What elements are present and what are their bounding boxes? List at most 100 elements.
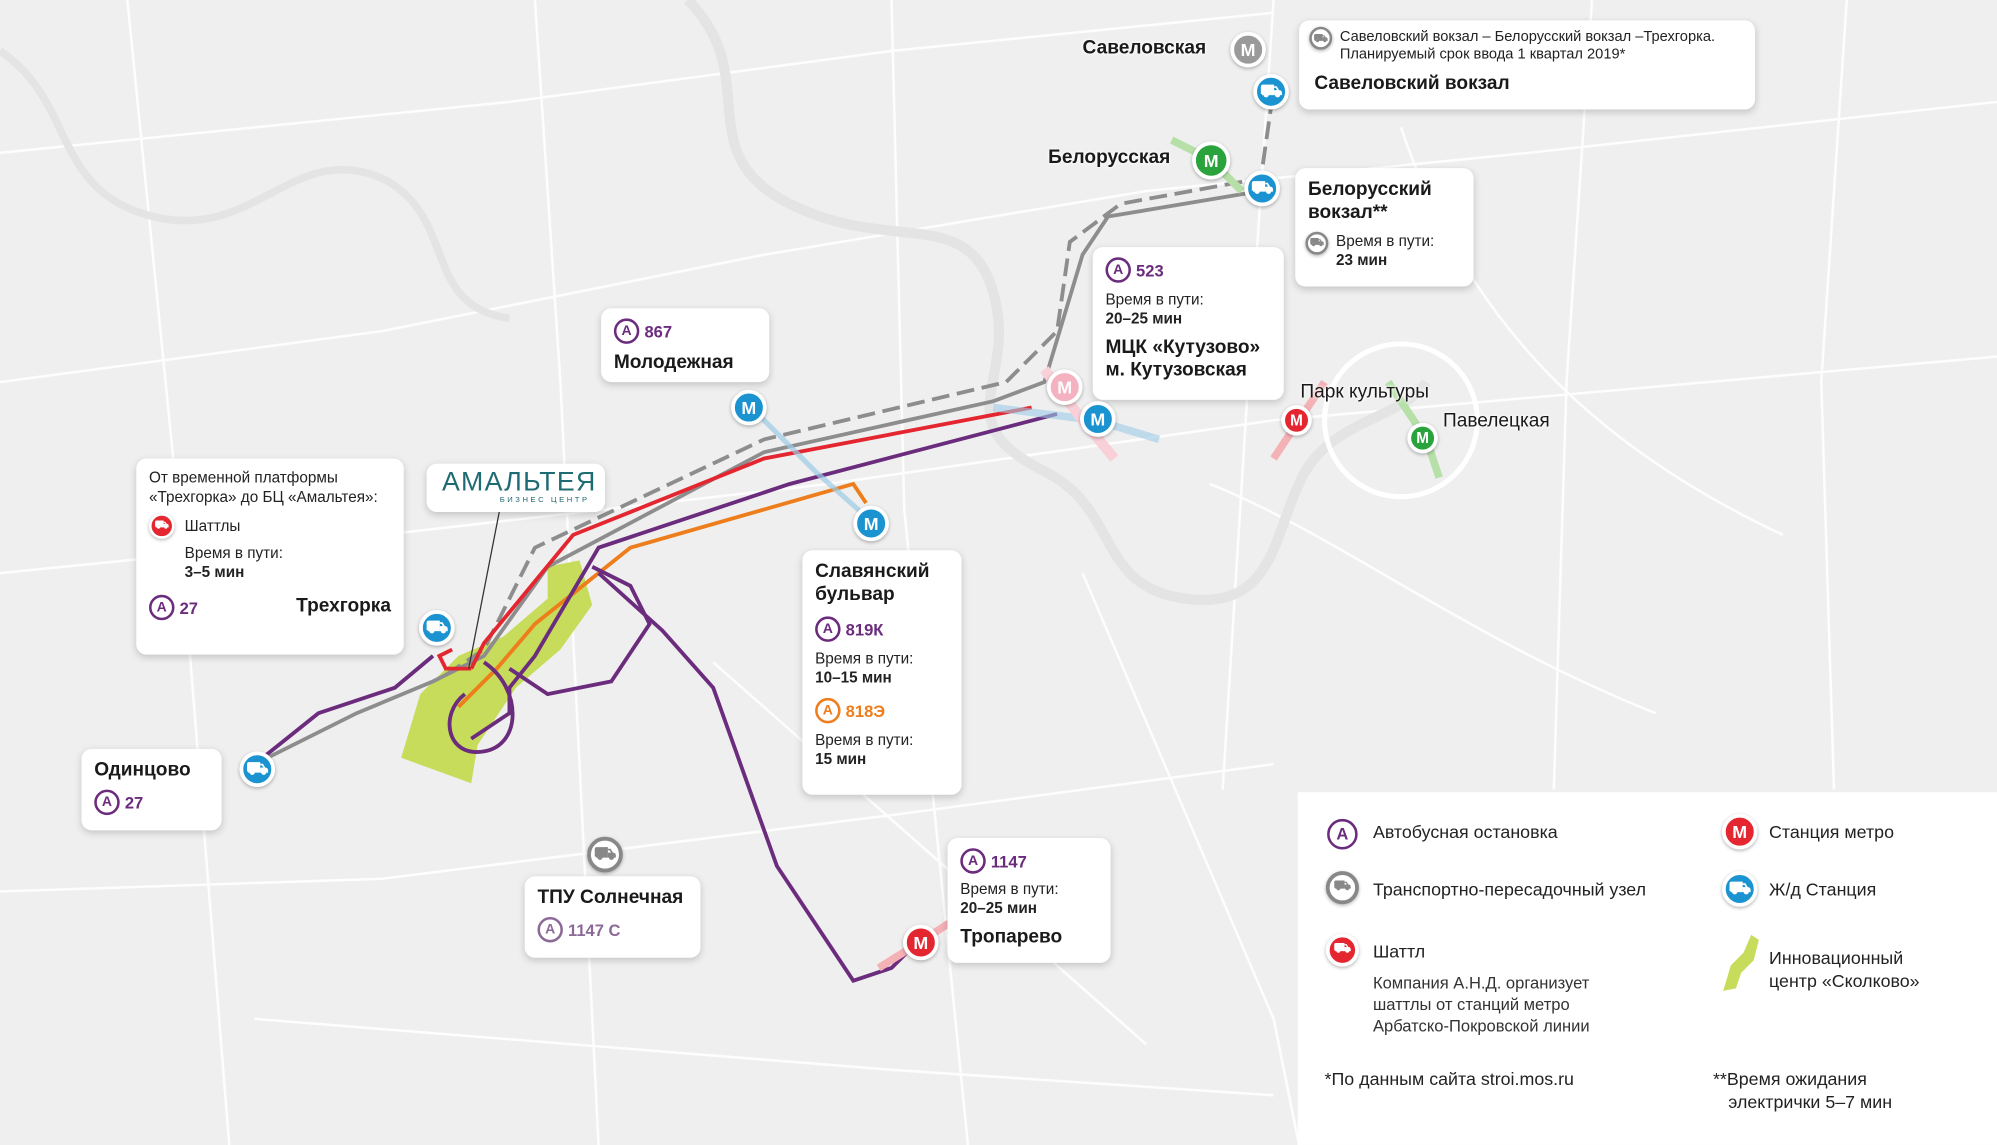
kutuzovo-time-label: Время в пути: (1105, 290, 1204, 309)
legend-skolkovo-2: центр «Сколково» (1769, 970, 1920, 991)
slavyansky-time2: 15 мин (815, 750, 867, 768)
legend-rail-icon: ⛟ (1721, 871, 1758, 907)
metro-park-kultury-icon[interactable]: M (1281, 405, 1312, 436)
troparevo-route: 1147 (990, 851, 1027, 871)
legend-bus-label: Автобусная остановка (1372, 821, 1558, 842)
bus-818e-line (457, 481, 868, 709)
label-paveletskaya: Павелецкая (1442, 410, 1550, 432)
metro-line-blue (749, 405, 875, 525)
legend-shuttle-label: Шаттл (1372, 941, 1426, 962)
slavyansky-card: Славянский бульвар A 819К Время в пути: 1… (802, 550, 962, 795)
bus-819k-line (508, 565, 652, 697)
bus-523-line (470, 412, 1058, 741)
rail-savelovsky-icon[interactable]: ⛟ (1253, 73, 1289, 110)
trekhgorka-line2: «Трехгорка» до БЦ «Амальтея»: (149, 487, 378, 506)
bus-27-line (253, 654, 435, 766)
slavyansky-route2: 818Э (845, 701, 886, 721)
odintsovo-name: Одинцово (94, 759, 191, 781)
trekhgorka-line1: От временной платформы (149, 468, 338, 487)
kutuzovo-route: 523 (1136, 260, 1164, 280)
slavyansky-time1: 10–15 мин (815, 668, 892, 687)
belorussky-card: Белорусский вокзал** ⛟ Время в пути: 23 … (1295, 168, 1474, 287)
brand-name: АМАЛЬТЕЯ (441, 467, 597, 497)
troparevo-time: 20–25 мин (960, 899, 1037, 917)
rail-line-solid (253, 189, 1262, 766)
legend-shuttle-note-2: шаттлы от станций метро (1372, 994, 1570, 1014)
river-north (0, 47, 510, 323)
bus-stop-icon: A (94, 789, 120, 816)
legend-shuttle-note-1: Компания А.Н.Д. организует (1372, 973, 1590, 993)
metro-belorusskaya-icon[interactable]: M (1192, 141, 1231, 180)
trekhgorka-time: 3–5 мин (184, 562, 245, 581)
savelovsky-note-line2: Планируемый срок ввода 1 квартал 2019* (1339, 47, 1626, 63)
slavyansky-name1: Славянский (815, 560, 930, 583)
legend-shuttle-note-3: Арбатско-Покровской линии (1372, 1016, 1590, 1036)
garden-ring (1321, 341, 1480, 500)
label-belorusskaya: Белорусская (1048, 146, 1171, 169)
label-park-kultury: Парк культуры (1300, 380, 1429, 403)
label-savelovskaya: Савеловская (1082, 36, 1207, 59)
bus-stop-icon: A (960, 848, 986, 874)
slavyansky-name2: бульвар (815, 583, 895, 605)
legend-bus-icon: A (1327, 818, 1358, 850)
legend-metro-icon: M (1721, 813, 1758, 850)
odintsovo-route: 27 (124, 792, 144, 812)
shuttle-loop (436, 647, 472, 671)
trekhgorka-route: 27 (179, 597, 199, 618)
bus-stop-icon: A (613, 318, 640, 344)
moskva-river (684, 0, 1431, 606)
solnechnaya-name: ТПУ Солнечная (537, 886, 684, 909)
brand-sub: БИЗНЕС ЦЕНТР (499, 496, 590, 505)
slavyansky-route1: 819К (845, 619, 884, 639)
tpu-solnechnaya-icon[interactable]: ⛟ (587, 836, 623, 873)
legend-metro-label: Станция метро (1769, 821, 1895, 842)
legend-skolkovo-1: Инновационный (1769, 947, 1904, 968)
kutuzovo-name2: м. Кутузовская (1105, 359, 1247, 381)
belorussky-time: 23 мин (1336, 250, 1388, 269)
solnechnaya-route: 1147 С (568, 920, 621, 940)
bus-stop-icon: A (149, 594, 175, 621)
trekhgorka-card: От временной платформы «Трехгорка» до БЦ… (136, 458, 404, 655)
rail-odintsovo-icon[interactable]: ⛟ (239, 751, 276, 788)
legend-tpu-icon: ⛟ (1325, 871, 1359, 905)
savelovsky-note-card: ⛟ Савеловский вокзал – Белорусский вокза… (1299, 20, 1756, 110)
metro-kutuzovo-icon[interactable]: M (1046, 369, 1083, 406)
bus-stop-icon: A (1105, 257, 1131, 283)
tpu-icon: ⛟ (1309, 26, 1333, 50)
metro-troparevo-icon[interactable]: M (902, 924, 939, 961)
amaltea-logo: АМАЛЬТЕЯ БИЗНЕС ЦЕНТР (426, 463, 605, 512)
belorussky-time-label: Время в пути: (1336, 231, 1435, 250)
bus-loop (447, 660, 515, 754)
molodezhnaya-route: 867 (644, 321, 673, 341)
rail-trekhgorka-icon[interactable]: ⛟ (419, 610, 455, 646)
legend-footnote-1: *По данным сайта stroi.mos.ru (1324, 1068, 1574, 1089)
slavyansky-time-label2: Время в пути: (815, 731, 914, 749)
belorussky-name: Белорусский вокзал** (1307, 178, 1432, 223)
metro-slavyansky-icon[interactable]: M (853, 505, 889, 542)
legend-footnote-2b: электрички 5–7 мин (1728, 1091, 1893, 1112)
legend-tpu-label: Транспортно-пересадочный узел (1372, 878, 1647, 900)
troparevo-time-label: Время в пути: (960, 880, 1059, 898)
molodezhnaya-name: Молодежная (613, 351, 734, 374)
bus-stop-orange-icon: A (815, 697, 841, 724)
troparevo-name: Тропарево (960, 925, 1063, 948)
kutuzovo-time: 20–25 мин (1105, 309, 1183, 328)
trekhgorka-time-label: Время в пути: (184, 543, 283, 562)
savelovsky-station-name: Савеловский вокзал (1314, 72, 1510, 95)
metro-savelovskaya-icon[interactable]: M (1230, 31, 1266, 68)
rail-belorussky-icon[interactable]: ⛟ (1244, 170, 1280, 207)
metro-molodezhnaya-icon[interactable]: M (731, 389, 767, 426)
savelovsky-note-line1: Савеловский вокзал – Белорусский вокзал … (1339, 29, 1716, 45)
legend-shuttle-icon: ⛟ (1325, 933, 1359, 967)
legend: A Автобусная остановка ⛟ Транспортно-пер… (1297, 792, 1997, 1145)
metro-paveletskaya-icon[interactable]: M (1407, 422, 1438, 454)
metro-kutuzovskaya-icon[interactable]: M (1080, 401, 1116, 437)
slavyansky-time-label1: Время в пути: (815, 649, 914, 668)
rail-line-dashed (444, 88, 1276, 677)
bus-1147-line (597, 571, 919, 983)
